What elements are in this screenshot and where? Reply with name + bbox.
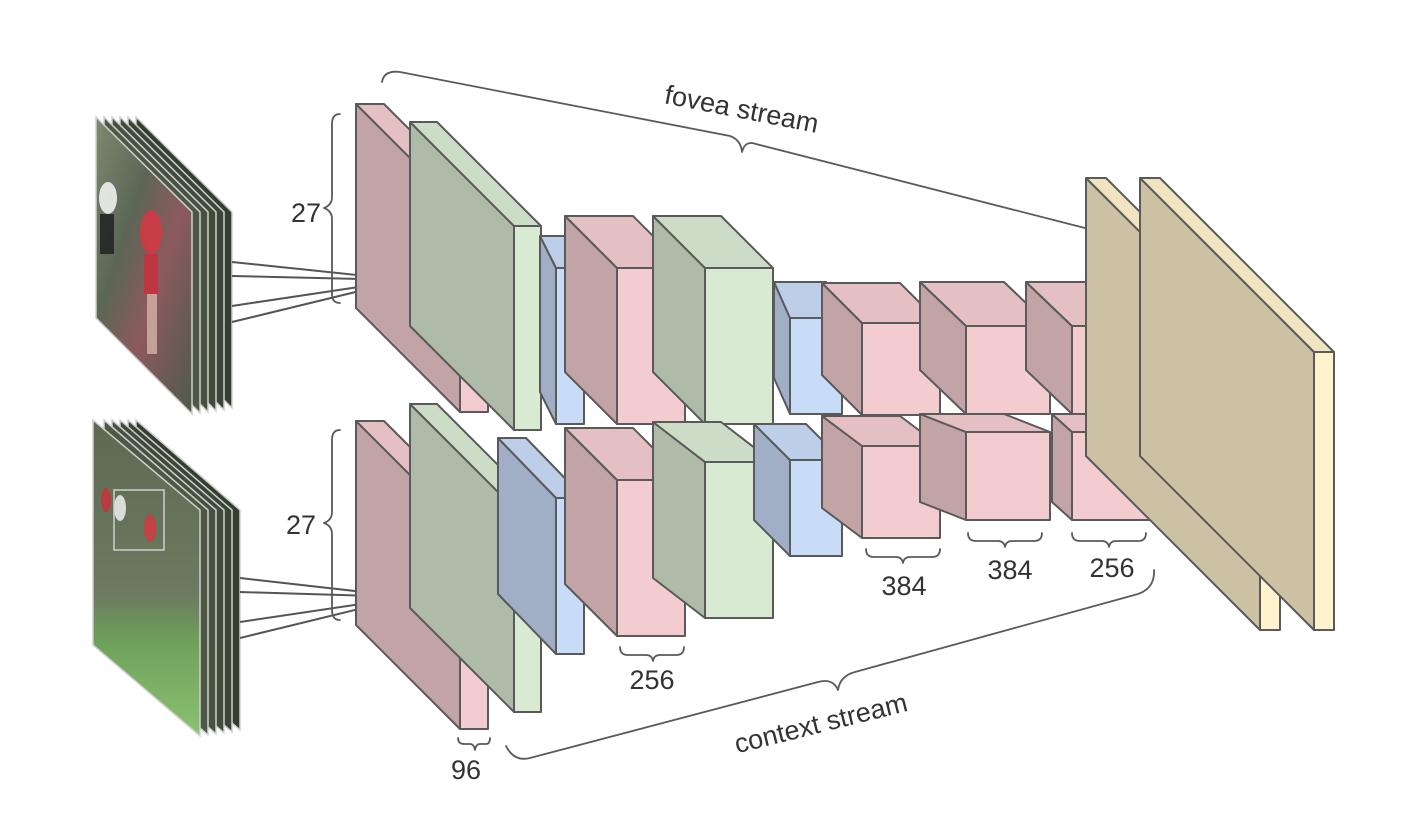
fovea-norm1 (409, 121, 542, 431)
conv5-filters-label: 256 (1089, 553, 1134, 583)
context-input-size-label: 27 (286, 510, 316, 540)
fovea-norm2-front (704, 267, 774, 425)
fovea-input-size-label: 27 (291, 198, 321, 228)
fovea-input-frames (95, 115, 233, 416)
fovea-input-size-brace (323, 113, 341, 304)
context-conv4 (919, 413, 1051, 521)
conv1-filters-brace (457, 737, 491, 751)
fovea-stream-brace (381, 70, 1086, 229)
context-stream-brace (505, 569, 1155, 760)
fovea-stream-label: fovea stream (662, 80, 821, 139)
context-input-size-brace (323, 429, 341, 621)
video-frame-stack-icon (95, 115, 233, 416)
context-input-frames (92, 418, 241, 738)
fovea-norm2 (652, 215, 774, 425)
conv4-filters-label: 384 (987, 555, 1032, 585)
fovea-norm1-front (513, 225, 542, 431)
conv3-filters-label: 384 (881, 571, 926, 601)
fc2-front (1313, 351, 1335, 631)
conv5-filters-brace (1071, 532, 1147, 548)
network-layers (355, 103, 1335, 730)
video-frame-stack-icon (92, 418, 241, 738)
conv3-filters-brace (865, 548, 941, 564)
conv2-filters-brace (619, 646, 685, 662)
context-conv4-front (965, 431, 1051, 521)
fc2 (1139, 177, 1335, 631)
context-pool1 (497, 437, 585, 655)
conv1-filters-label: 96 (451, 755, 481, 785)
conv2-filters-label: 256 (629, 665, 674, 695)
conv4-filters-brace (967, 532, 1043, 548)
